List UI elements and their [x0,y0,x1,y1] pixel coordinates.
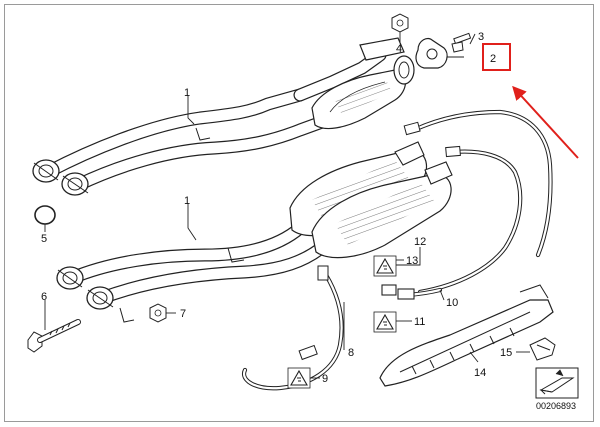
reference-number: 00206893 [536,401,576,411]
callout-1-lower: 1 [184,195,190,207]
bolt-6 [27,319,81,353]
callout-4: 4 [396,43,402,55]
lower-catalytic-converter-rear [311,173,452,259]
callout-10: 10 [446,297,458,309]
callout-3: 3 [478,31,484,43]
lower-flange-pair [56,266,114,310]
leader-lines [44,32,530,379]
callout-2: 2 [490,53,496,65]
sensor-cable-upper [403,109,553,258]
clip-15 [529,337,556,361]
sensor-connector-10 [381,284,443,300]
lower-front-pipe [65,207,349,305]
callout-13: 13 [406,255,418,267]
arrow-icon [512,85,579,159]
callout-1-upper: 1 [184,87,190,99]
hanger-bracket-lower [119,247,245,323]
callout-8: 8 [348,347,354,359]
lower-converter-outlets [394,141,453,185]
nut-7 [149,303,167,323]
callout-7: 7 [180,308,186,320]
upper-outlet-flange [359,37,415,85]
callout-15: 15 [500,347,512,359]
callout-5: 5 [41,233,47,245]
upper-flange-pair [32,159,89,196]
highlight-box [482,43,511,71]
callout-12: 12 [414,236,426,248]
callout-9: 9 [322,373,328,385]
callout-14: 14 [474,367,486,379]
bracket-14 [379,284,554,387]
gasket-flange-2 [415,37,448,69]
sensor-cable-middle [417,145,523,295]
warning-triangle-icon [287,367,311,389]
warning-triangle-icon [373,311,397,333]
hanger-bracket-upper [195,127,211,141]
callout-11: 11 [414,316,425,328]
sensor-cable-lower [241,265,344,391]
upper-front-pipe [41,48,387,192]
bolt-3 [451,32,472,53]
warning-triangle-icon [373,255,397,277]
nut-4 [391,13,409,33]
callout-6: 6 [41,291,47,303]
catalog-logo-box [535,367,579,399]
gasket-ring [34,205,56,225]
